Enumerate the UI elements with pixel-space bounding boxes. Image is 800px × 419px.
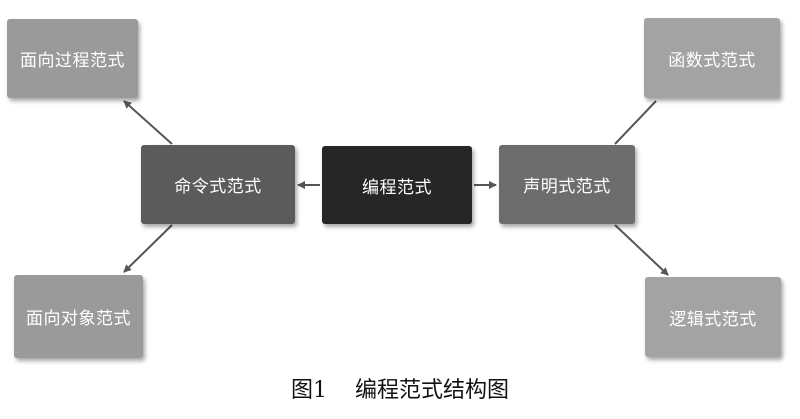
edge-imperative-to-procedural (123, 100, 173, 145)
node-logic-label: 逻辑式范式 (669, 309, 757, 330)
node-declarative-label: 声明式范式 (523, 177, 611, 197)
edge-declarative-to-logic (614, 224, 669, 276)
node-root: 编程范式 (322, 146, 472, 224)
node-procedural-label: 面向过程范式 (20, 51, 125, 71)
node-object-oriented: 面向对象范式 (14, 275, 143, 358)
edge-declarative-to-functional (614, 100, 657, 145)
node-root-label: 编程范式 (362, 177, 432, 198)
figure-label: 图1 (290, 378, 327, 403)
node-imperative: 命令式范式 (141, 145, 295, 224)
node-logic: 逻辑式范式 (645, 277, 781, 357)
node-imperative-label: 命令式范式 (174, 177, 262, 197)
node-functional-label: 函数式范式 (668, 50, 756, 71)
figure-caption: 图1 编程范式结构图 (0, 372, 800, 404)
node-functional: 函数式范式 (644, 18, 780, 98)
node-object-oriented-label: 面向对象范式 (26, 309, 131, 329)
node-procedural: 面向过程范式 (7, 19, 138, 98)
figure-title: 编程范式结构图 (354, 378, 509, 403)
node-declarative: 声明式范式 (499, 145, 635, 224)
edge-imperative-to-object-oriented (123, 224, 173, 273)
